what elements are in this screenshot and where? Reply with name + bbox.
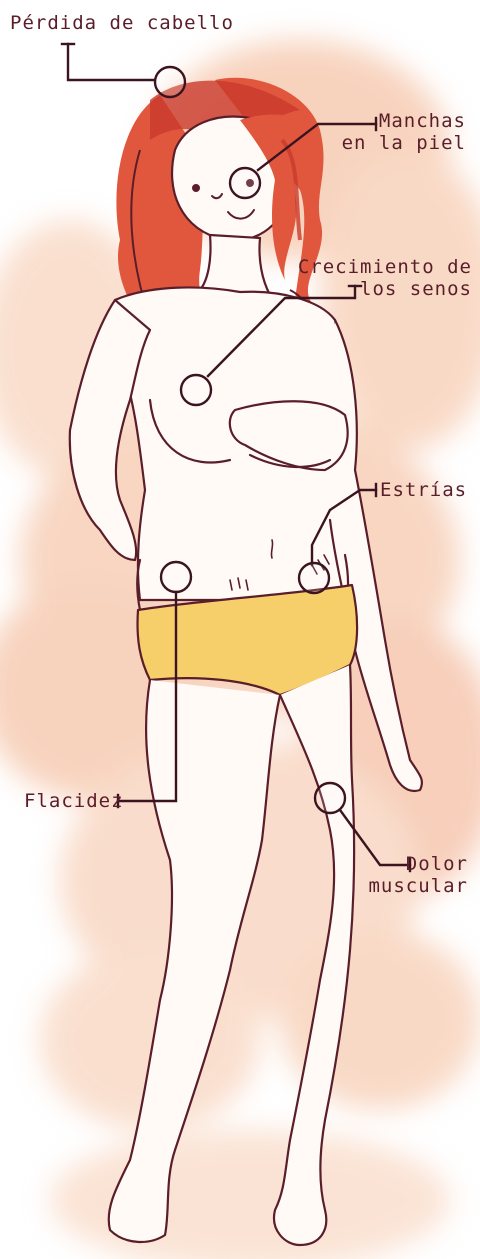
callout-hair-loss	[155, 67, 185, 97]
label-stretch-marks: Estrías	[380, 479, 467, 501]
callout-skin-spots	[230, 168, 260, 198]
label-skin-spots: Manchas en la piel	[342, 110, 466, 154]
callout-flaccidity	[161, 562, 191, 592]
callout-breast-growth	[181, 375, 211, 405]
label-breast-growth: Crecimiento de los senos	[298, 256, 472, 300]
label-muscle-pain: Dolor muscular	[368, 853, 468, 897]
label-hair-loss: Pérdida de cabello	[10, 12, 234, 34]
label-flaccidity: Flacidez	[24, 790, 124, 812]
callout-muscle-pain	[315, 783, 345, 813]
callout-stretch-marks	[299, 563, 329, 593]
